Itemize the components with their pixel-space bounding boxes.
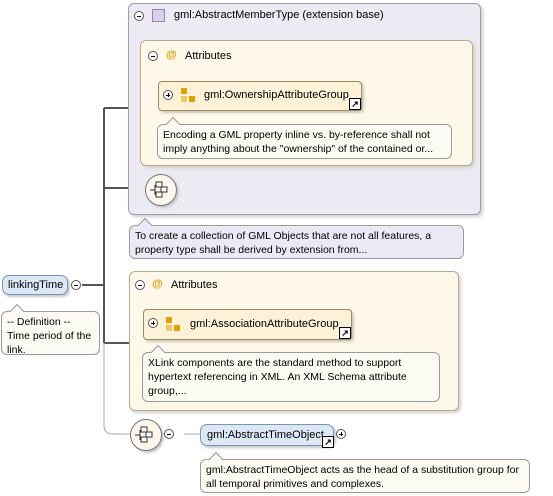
- association-group-note: XLink components are the standard method…: [142, 344, 440, 402]
- attribute-group-icon: [166, 317, 180, 331]
- extension-title: gml:AbstractMemberType (extension base): [174, 9, 384, 21]
- abstract-time-object-note: gml:AbstractTimeObject acts as the head …: [200, 451, 530, 493]
- collapse-sequence-icon[interactable]: [164, 429, 174, 439]
- ownership-attribute-group-label: gml:OwnershipAttributeGroup: [204, 89, 349, 101]
- type-note: To create a collection of GML Objects th…: [129, 217, 464, 259]
- sequence-icon[interactable]: [145, 174, 177, 206]
- expand-association-group-icon[interactable]: [148, 318, 158, 328]
- linking-time-definition: -- Definition -- Time period of the link…: [1, 303, 100, 356]
- attributes-at-icon: @: [166, 49, 177, 61]
- abstract-time-object-label: gml:AbstractTimeObject: [207, 429, 324, 441]
- definition-text: Time period of the link.: [7, 330, 92, 356]
- expand-ownership-group-icon[interactable]: [163, 90, 173, 100]
- complex-type-icon: [152, 9, 165, 22]
- linking-time-element[interactable]: linkingTime: [2, 275, 68, 295]
- abstract-time-object-link-icon[interactable]: ↗: [322, 436, 334, 448]
- definition-heading: -- Definition --: [7, 316, 71, 328]
- ownership-attribute-group-box[interactable]: [158, 81, 362, 111]
- association-attribute-group-box[interactable]: [143, 309, 352, 340]
- ownership-link-icon[interactable]: ↗: [349, 98, 361, 110]
- type-note-text: To create a collection of GML Objects th…: [135, 230, 432, 256]
- ownership-group-note: Encoding a GML property inline vs. by-re…: [157, 116, 452, 159]
- attributes-label: Attributes: [171, 279, 218, 291]
- abstract-time-object-element[interactable]: gml:AbstractTimeObject: [200, 424, 334, 446]
- association-group-note-text: XLink components are the standard method…: [148, 357, 407, 397]
- association-link-icon[interactable]: ↗: [339, 327, 351, 339]
- collapse-attributes-icon[interactable]: [135, 280, 145, 290]
- collapse-extension-icon[interactable]: [134, 11, 144, 21]
- linking-time-label: linkingTime: [8, 279, 64, 291]
- expand-abstract-time-object-icon[interactable]: [336, 429, 346, 439]
- attributes-at-icon: @: [152, 278, 163, 290]
- association-attribute-group-label: gml:AssociationAttributeGroup: [190, 318, 339, 330]
- sequence-glyph: [150, 181, 168, 198]
- ownership-group-note-text: Encoding a GML property inline vs. by-re…: [163, 129, 434, 155]
- sequence-icon[interactable]: [130, 419, 162, 451]
- abstract-time-object-note-text: gml:AbstractTimeObject acts as the head …: [206, 464, 520, 490]
- collapse-extension-attributes-icon[interactable]: [148, 51, 158, 61]
- extension-attributes-label: Attributes: [185, 50, 232, 62]
- attribute-group-icon: [181, 88, 195, 102]
- collapse-linking-time-icon[interactable]: [71, 280, 81, 290]
- sequence-glyph: [135, 426, 153, 443]
